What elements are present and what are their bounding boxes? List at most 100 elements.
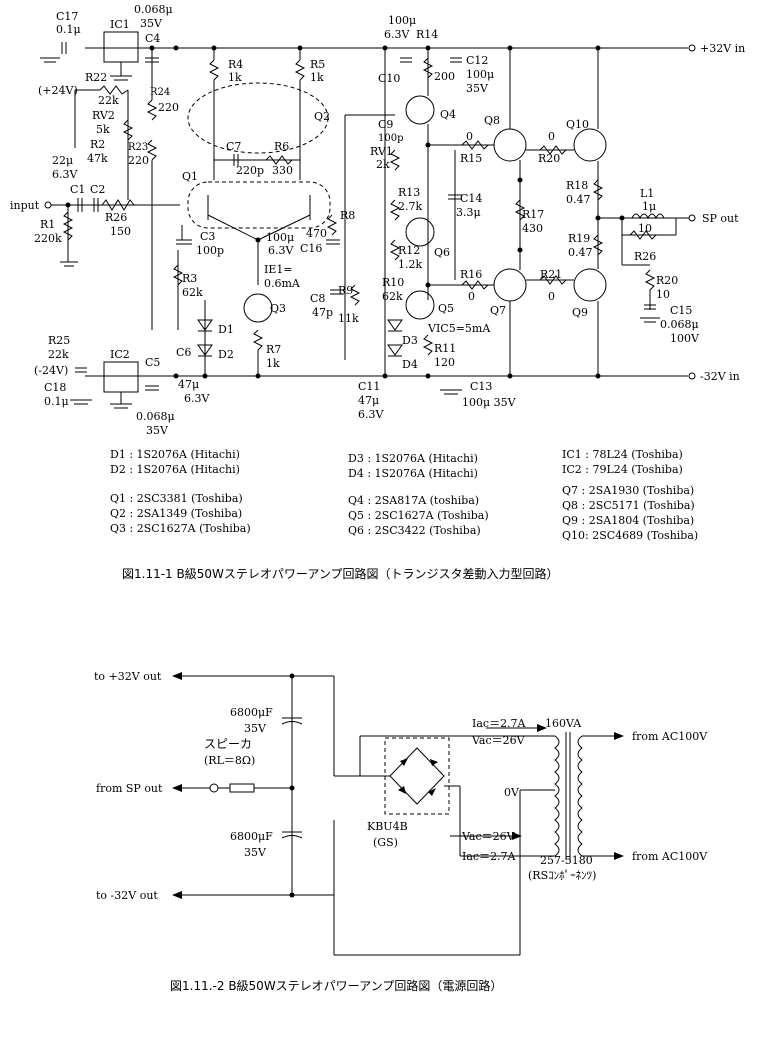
c12-value: 100μ: [466, 68, 494, 81]
q7-label: Q7: [490, 304, 506, 317]
input-terminal: [44, 201, 52, 209]
cap-bot-value: 6800μF: [230, 830, 273, 843]
r20b-value: 10: [656, 288, 670, 301]
r22-label: R22: [85, 71, 107, 84]
bom-q3: Q3 : 2SC1627A (Toshiba): [110, 522, 251, 535]
ic2-label: IC2: [110, 348, 130, 361]
r24-label: R24: [150, 87, 170, 98]
c22-value: 22μ: [52, 154, 73, 167]
r2-label: R2: [90, 138, 105, 151]
r17-value: 430: [522, 222, 543, 235]
c4-voltage: 35V: [140, 17, 163, 30]
c11-value: 47μ: [358, 394, 379, 407]
r23-value: 220: [128, 154, 149, 167]
r18-value: 0.47: [566, 193, 591, 206]
r3-value: 62k: [182, 286, 203, 299]
c17-label: C17: [56, 10, 78, 23]
transformer-secondary: [554, 735, 560, 857]
r14-value: 200: [434, 70, 455, 83]
r4-label: R4: [228, 58, 243, 71]
c15-voltage: 100V: [670, 332, 700, 345]
c16-label: C16: [300, 242, 322, 255]
iac-bot: Iac＝2.7A: [462, 850, 517, 863]
c7-value: 220p: [236, 164, 264, 177]
c15-value: 0.068μ: [660, 318, 699, 331]
r13-value: 2.7k: [398, 200, 422, 213]
speaker-rl: (RL＝8Ω): [204, 754, 255, 767]
ic1-label: IC1: [110, 18, 130, 31]
c18-value: 0.1μ: [44, 395, 69, 408]
r20a-value: 0: [548, 130, 555, 143]
c15-label: C15: [670, 304, 692, 317]
q8-label: Q8: [484, 114, 500, 127]
bom-d4: D4 : 1S2076A (Hitachi): [348, 467, 478, 480]
r13-label: R13: [398, 186, 420, 199]
l1-label: L1: [640, 187, 654, 200]
input-label: input: [10, 199, 40, 212]
q1-label: Q1: [182, 170, 198, 183]
q1-pair-outline: [187, 181, 331, 229]
q4-label: Q4: [440, 108, 456, 121]
vac-top: Vac＝26V: [471, 734, 526, 747]
c6-label: C6: [176, 346, 191, 359]
cap-top-value: 6800μF: [230, 706, 273, 719]
rv1-label: RV1: [370, 145, 393, 158]
ic1-box: [103, 31, 139, 63]
r8-value: 470: [306, 227, 327, 240]
bom-q8: Q8 : 2SC5171 (Toshiba): [562, 499, 695, 512]
c9-label: C9: [378, 118, 393, 131]
c22-voltage: 6.3V: [52, 168, 78, 181]
vic5-label: VIC5=5mA: [427, 322, 491, 335]
bom-q5: Q5 : 2SC1627A (Toshiba): [348, 509, 489, 522]
r12-label: R12: [398, 244, 420, 257]
vac-bot: Vac＝26V: [461, 830, 516, 843]
c5-value: 0.068μ: [136, 410, 175, 423]
r15-label: R15: [460, 152, 482, 165]
r26a-label: R26: [105, 211, 127, 224]
r6-value: 330: [272, 164, 293, 177]
l1-value: 1μ: [642, 200, 656, 213]
bom-d2: D2 : 1S2076A (Hitachi): [110, 463, 240, 476]
bom-d1: D1 : 1S2076A (Hitachi): [110, 448, 240, 461]
r12-value: 1.2k: [398, 258, 422, 271]
r16-label: R16: [460, 268, 482, 281]
r3-label: R3: [182, 272, 197, 285]
q5-symbol: [405, 290, 435, 320]
bom-list: D1 : 1S2076A (Hitachi) D2 : 1S2076A (Hit…: [110, 448, 698, 542]
q6-label: Q6: [434, 246, 450, 259]
rv2-label: RV2: [92, 109, 115, 122]
r9-value: 11k: [338, 312, 359, 325]
q8-symbol: [493, 128, 527, 162]
r5-value: 1k: [310, 71, 324, 84]
c11-label: C11: [358, 380, 380, 393]
pos-rail-label: +32V in: [700, 42, 745, 55]
rv2-value: 5k: [96, 123, 110, 136]
r2-value: 47k: [87, 152, 108, 165]
q4-symbol: [405, 95, 435, 125]
r26b-value: 10: [638, 222, 652, 235]
trafo-source: (RSｺﾝﾎﾟｰﾈﾝﾂ): [528, 869, 596, 882]
c6-value: 47μ: [178, 378, 199, 391]
r6-label: R6: [274, 140, 289, 153]
ie1-label: IE1=: [264, 263, 293, 276]
c4-top-value: 0.068μ: [134, 3, 173, 16]
c5-label: C5: [145, 356, 160, 369]
r20a-label: R20: [538, 152, 560, 165]
q9-symbol: [573, 268, 607, 302]
zero-v-label: 0V: [504, 786, 520, 799]
rv1-value: 2k: [376, 158, 390, 171]
r5-label: R5: [310, 58, 325, 71]
d4-label: D4: [402, 358, 418, 371]
c10-label: C10: [378, 72, 400, 85]
trafo-part: 257-5180: [540, 854, 593, 867]
power-supply-schematic: to +32V out from SP out to -32V out 6800…: [94, 670, 708, 956]
q7-symbol: [493, 268, 527, 302]
cap-top-voltage: 35V: [244, 722, 267, 735]
speaker-label: スピーカ: [204, 737, 252, 751]
q3-symbol: [243, 293, 273, 323]
r15-value: 0: [466, 130, 473, 143]
c9-value: 100p: [378, 133, 404, 144]
q5-label: Q5: [438, 302, 454, 315]
r8-label: R8: [340, 209, 355, 222]
